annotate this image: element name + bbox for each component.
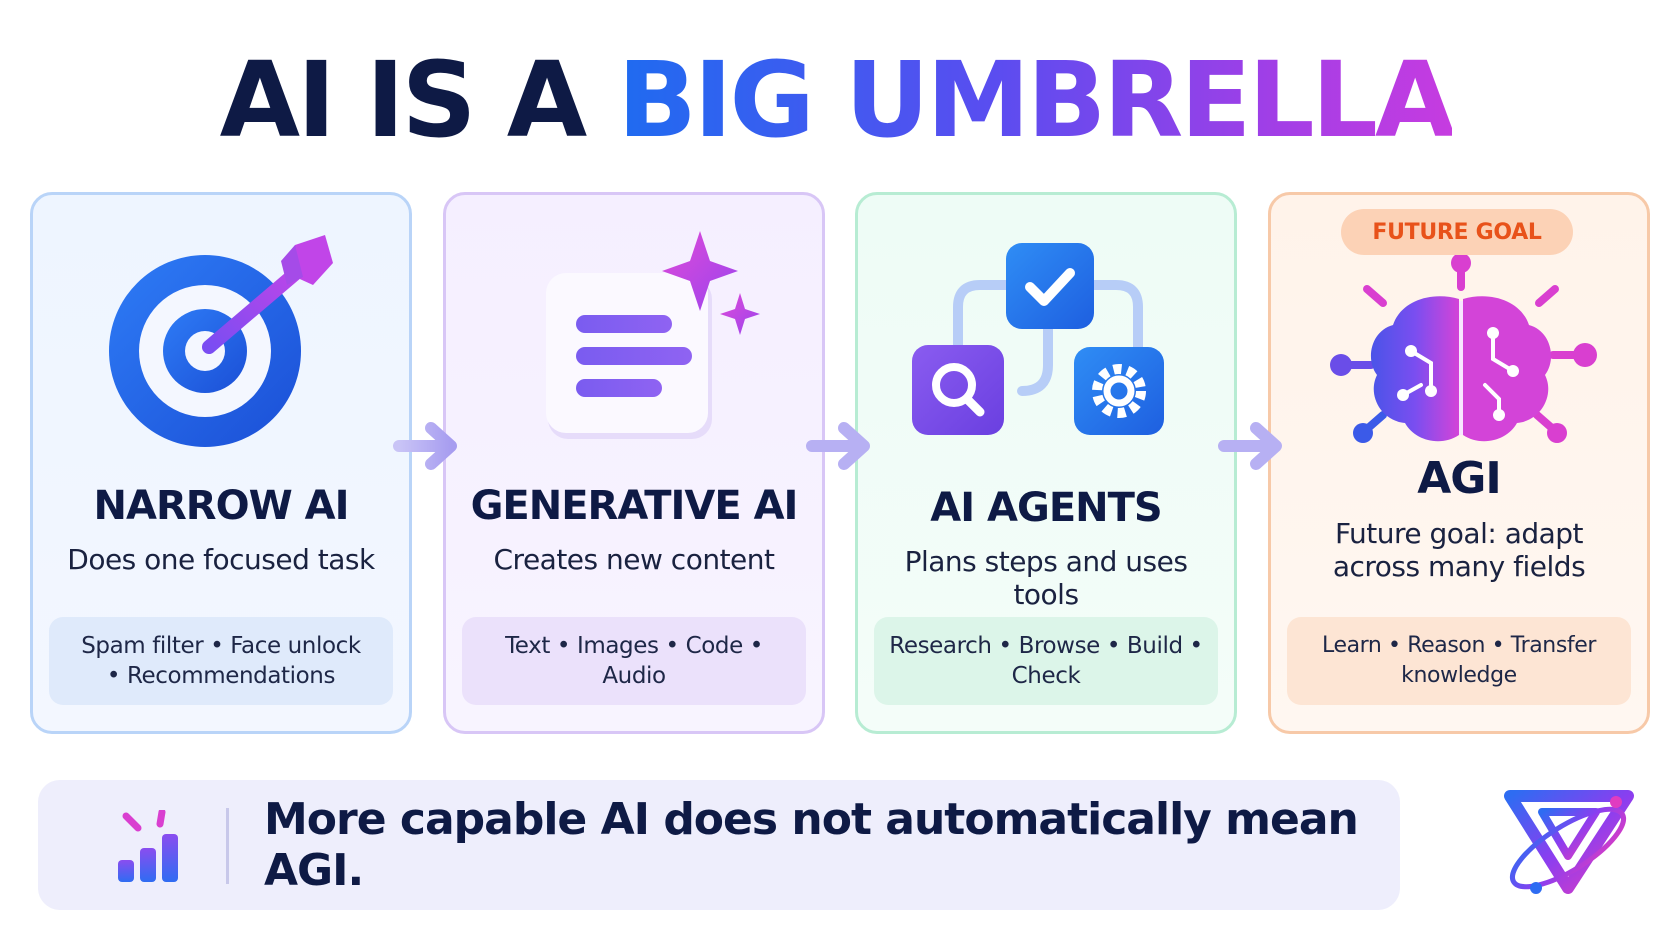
workflow-icon xyxy=(858,215,1234,485)
card-title: GENERATIVE AI xyxy=(470,483,799,529)
card-subtitle: Creates new content xyxy=(493,543,776,576)
future-goal-badge: FUTURE GOAL xyxy=(1341,209,1573,255)
subtitle-line-1: Future goal: adapt xyxy=(1334,517,1584,550)
title-part-1: AI IS A xyxy=(219,39,588,161)
card-narrow-ai: NARROW AI Does one focused task Spam fil… xyxy=(30,192,412,734)
bottom-note: More capable AI does not automatically m… xyxy=(38,780,1400,910)
title-part-2: BIG UMBRELLA xyxy=(617,39,1456,161)
card-subtitle: Future goal: adapt across many fields xyxy=(1281,517,1637,583)
document-sparkle-icon xyxy=(446,215,822,485)
card-generative-ai: GENERATIVE AI Creates new content Text •… xyxy=(443,192,825,734)
arrow-right-icon xyxy=(806,422,870,470)
examples-box: Text • Images • Code • Audio xyxy=(462,617,806,705)
bottom-note-text: More capable AI does not automatically m… xyxy=(264,794,1359,896)
brain-icon xyxy=(1271,255,1647,525)
bar-chart-icon xyxy=(118,810,178,882)
card-title: AGI xyxy=(1417,453,1502,504)
card-title: NARROW AI xyxy=(93,483,350,529)
brand-logo-icon xyxy=(1504,790,1634,894)
card-subtitle: Does one focused task xyxy=(67,543,375,576)
arrow-right-icon xyxy=(393,422,457,470)
examples-box: Spam filter • Face unlock • Recommendati… xyxy=(49,617,393,705)
divider xyxy=(226,808,229,884)
arrow-right-icon xyxy=(1218,422,1282,470)
examples-line-1: Spam filter • Face unlock xyxy=(81,633,361,659)
examples-box: Learn • Reason • Transfer knowledge xyxy=(1287,617,1631,705)
subtitle-line-2: across many fields xyxy=(1332,550,1586,583)
target-arrow-icon xyxy=(33,215,409,485)
card-title: AI AGENTS xyxy=(930,485,1162,531)
card-subtitle: Plans steps and uses tools xyxy=(904,545,1188,611)
examples-box: Research • Browse • Build • Check xyxy=(874,617,1218,705)
card-agi: FUTURE GOAL xyxy=(1268,192,1650,734)
page-title: AI IS A BIG UMBRELLA xyxy=(0,48,1672,152)
examples-line-2: • Recommendations xyxy=(106,663,336,689)
card-ai-agents: AI AGENTS Plans steps and uses tools Res… xyxy=(855,192,1237,734)
